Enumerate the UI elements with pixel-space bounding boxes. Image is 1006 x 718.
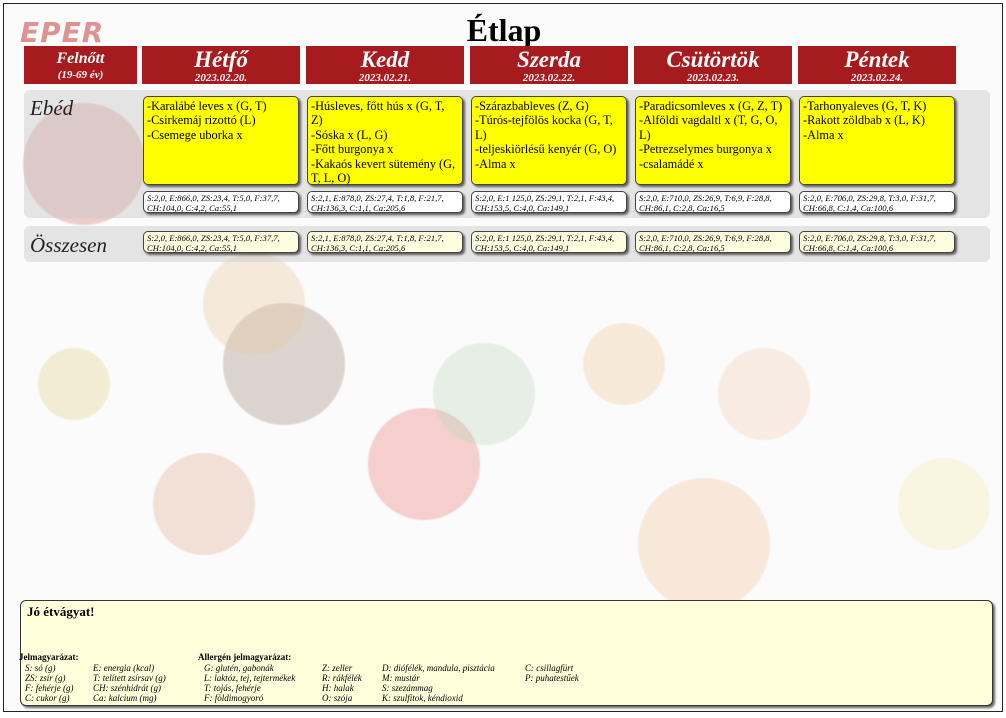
legend-item: K: szulfitok, kéndioxid	[382, 693, 463, 703]
legend-item: P: puhatestűek	[525, 673, 579, 683]
legend-item: G: glutén, gabonák	[204, 663, 274, 673]
lunch-card-thursday: -Paradicsomleves x (G, Z, T) -Alföldi va…	[635, 96, 791, 185]
day-name: Kedd	[360, 47, 410, 72]
day-name: Szerda	[517, 47, 581, 72]
age-group-label: Felnőtt	[56, 50, 105, 67]
total-nutrition-thursday: S:2,0, E:710,0, ZS:26,9, T:6,9, F:28,8, …	[635, 231, 791, 253]
legend-item: R: rákfélék	[322, 673, 362, 683]
nutrition-legend: Jelmagyarázat: S: só (g) ZS: zsír (g) F:…	[19, 652, 78, 703]
legend-item: H: halak	[322, 683, 354, 693]
total-nutrition-tuesday: S:2,1, E:878,0, ZS:27,4, T:1,8, F:21,7, …	[307, 231, 463, 253]
menu-item: -Húsleves, főtt hús x (G, T, Z)	[311, 99, 445, 128]
legend-item: F: földimogyoró	[204, 693, 264, 703]
day-name: Csütörtök	[666, 47, 760, 72]
legend-item: F: fehérje (g)	[25, 683, 74, 693]
lunch-nutrition-thursday: S:2,0, E:710,0, ZS:26,9, T:6,9, F:28,8, …	[635, 191, 791, 213]
day-header-tuesday: Kedd 2023.02.21.	[306, 46, 464, 84]
greeting: Jó étvágyat!	[27, 604, 95, 619]
day-name: Hétfő	[194, 47, 248, 72]
legend-item: C: csillagfürt	[525, 663, 574, 673]
age-group-range: (19-69 év)	[57, 69, 104, 81]
legend-title: Jelmagyarázat:	[19, 652, 79, 662]
menu-item: -csalamádé x	[639, 156, 704, 171]
menu-item: -Alma x	[475, 156, 516, 171]
menu-item: -Alföldi vagdaltl x (T, G, O, L)	[639, 113, 778, 142]
menu-page: EPER Étlap Felnőtt (19-69 év) Hétfő 2023…	[3, 3, 1003, 712]
total-nutrition-wednesday: S:2,0, E:1 125,0, ZS:29,1, T:2,1, F:43,4…	[471, 231, 627, 253]
legend-item: CH: szénhidrát (g)	[93, 683, 161, 693]
lunch-card-tuesday: -Húsleves, főtt hús x (G, T, Z) -Sóska x…	[307, 96, 463, 185]
legend-item: D: diófélék, mandula, pisztácia	[382, 663, 495, 673]
menu-item: -Túrós-tejfölös kocka (G, T, L)	[475, 113, 613, 142]
total-nutrition-friday: S:2,0, E:706,0, ZS:29,8, T:3,0, F:31,7, …	[799, 231, 955, 253]
day-header-monday: Hétfő 2023.02.20.	[142, 46, 300, 84]
day-header-friday: Péntek 2023.02.24.	[798, 46, 956, 84]
legend-item: S: só (g)	[25, 663, 56, 673]
total-nutrition-monday: S:2,0, E:866,0, ZS:23,4, T:5,0, F:37,7, …	[143, 231, 299, 253]
legend-item: Z: zeller	[322, 663, 353, 673]
total-row-label: Összesen	[30, 233, 107, 257]
lunch-card-monday: -Karalábé leves x (G, T) -Csirkemáj rizo…	[143, 96, 299, 185]
lunch-nutrition-tuesday: S:2,1, E:878,0, ZS:27,4, T:1,8, F:21,7, …	[307, 191, 463, 213]
menu-item: -Paradicsomleves x (G, Z, T)	[639, 99, 783, 113]
legend-item: S: szezámmag	[382, 683, 433, 693]
lunch-nutrition-monday: S:2,0, E:866,0, ZS:23,4, T:5,0, F:37,7, …	[143, 191, 299, 213]
allergen-legend-col2: Z: zeller R: rákfélék H: halak O: szója	[322, 663, 362, 703]
page-title: Étlap	[466, 12, 542, 48]
legend-item: T: telített zsírsav (g)	[93, 673, 166, 683]
day-date: 2023.02.24.	[850, 72, 904, 84]
menu-item: -Főtt burgonya x	[311, 142, 394, 157]
lunch-nutrition-friday: S:2,0, E:706,0, ZS:29,8, T:3,0, F:31,7, …	[799, 191, 955, 213]
legend-item: E: energia (kcal)	[93, 663, 155, 673]
eper-logo: EPER	[20, 16, 105, 49]
day-date: 2023.02.22.	[522, 72, 576, 84]
legend-item: M: mustár	[382, 673, 420, 683]
legend-item: C: cukor (g)	[25, 693, 70, 703]
menu-item: -Csemege uborka x	[147, 127, 243, 142]
menu-item: -teljeskiörlésű kenyér (G, O)	[475, 142, 617, 157]
allergen-legend-title: Allergén jelmagyarázat:	[198, 652, 292, 662]
footer-panel: Jó étvágyat! Jelmagyarázat: S: só (g) ZS…	[19, 600, 993, 706]
day-date: 2023.02.23.	[686, 72, 740, 84]
lunch-card-wednesday: -Szárazbableves (Z, G) -Túrós-tejfölös k…	[471, 96, 627, 185]
allergen-legend-col3: D: diófélék, mandula, pisztácia M: mustá…	[382, 663, 495, 703]
menu-item: -Petrezselymes burgonya x	[639, 142, 772, 157]
legend-item: T: tojás, fehérje	[204, 683, 261, 693]
day-header-wednesday: Szerda 2023.02.22.	[470, 46, 628, 84]
legend-item: ZS: zsír (g)	[25, 673, 66, 683]
menu-item: -Szárazbableves (Z, G)	[475, 99, 589, 113]
menu-item: -Kakaós kevert sütemény (G, T, L, O)	[311, 156, 456, 186]
menu-item: -Sóska x (L, G)	[311, 127, 388, 142]
allergen-legend-col4: C: csillagfürt P: puhatestűek	[525, 663, 579, 683]
legend-item: O: szója	[322, 693, 353, 703]
day-header-thursday: Csütörtök 2023.02.23.	[634, 46, 792, 84]
lunch-row-label: Ebéd	[30, 96, 74, 120]
legend-item: Ca: kalcium (mg)	[93, 693, 157, 703]
allergen-legend: Allergén jelmagyarázat: G: glutén, gabon…	[198, 652, 295, 703]
lunch-card-friday: -Tarhonyaleves (G, T, K) -Rakott zöldbab…	[799, 96, 955, 185]
legend-item: L: laktóz, tej, tejtermékek	[204, 673, 296, 683]
age-group-header: Felnőtt (19-69 év)	[24, 46, 137, 84]
day-name: Péntek	[844, 47, 910, 72]
menu-item: -Alma x	[803, 127, 844, 142]
day-date: 2023.02.20.	[194, 72, 248, 84]
nutrition-legend-col2: E: energia (kcal) T: telített zsírsav (g…	[93, 663, 166, 703]
menu-item: -Karalábé leves x (G, T)	[147, 99, 267, 113]
menu-item: -Rakott zöldbab x (L, K)	[803, 113, 925, 128]
menu-item: -Tarhonyaleves (G, T, K)	[803, 99, 927, 113]
lunch-nutrition-wednesday: S:2,0, E:1 125,0, ZS:29,1, T:2,1, F:43,4…	[471, 191, 627, 213]
menu-item: -Csirkemáj rizottó (L)	[147, 113, 256, 128]
day-date: 2023.02.21.	[358, 72, 412, 84]
